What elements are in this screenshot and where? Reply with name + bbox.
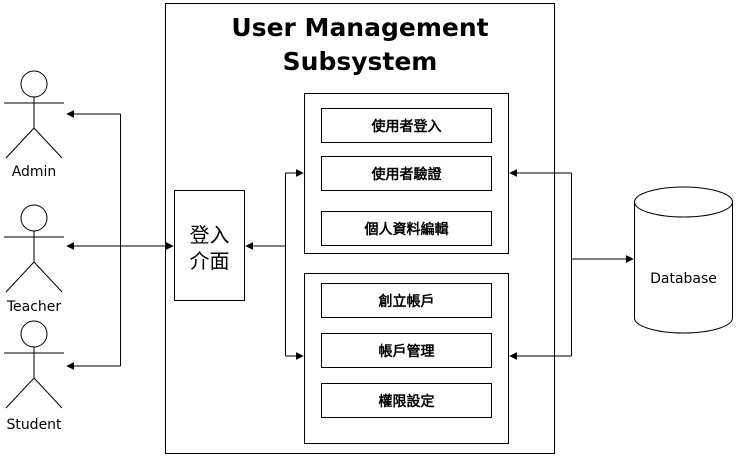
- login-group-connectors: [245, 169, 304, 360]
- student-actor-icon: [4, 320, 64, 409]
- user-login-label: 使用者登入: [371, 118, 442, 135]
- subsystem-title-line1: User Management: [231, 13, 488, 42]
- database-cylinder-icon: [634, 186, 733, 334]
- subsystem-boundary: [165, 3, 555, 454]
- profile-edit-box: [321, 211, 492, 246]
- login-interface-box: [174, 190, 245, 301]
- teacher-actor-icon: [4, 204, 64, 293]
- admin-actor-label: Admin: [12, 164, 57, 180]
- student-actor-label: Student: [6, 417, 62, 433]
- profile-edit-label: 個人資料編輯: [364, 221, 449, 238]
- create-account-box: [321, 283, 492, 318]
- account-management-label: 帳戶管理: [379, 343, 435, 360]
- database-connectors: [509, 169, 634, 360]
- database-label: Database: [650, 271, 717, 287]
- create-account-label: 創立帳戶: [378, 293, 435, 310]
- permission-settings-box: [321, 383, 492, 418]
- actor-connectors: [66, 110, 174, 370]
- login-interface-line2: 介面: [190, 249, 230, 273]
- user-verification-box: [321, 156, 492, 191]
- teacher-actor-label: Teacher: [6, 299, 62, 315]
- account-management-box: [321, 333, 492, 368]
- subsystem-title-line2: Subsystem: [283, 47, 438, 76]
- login-interface-line1: 登入: [190, 223, 230, 247]
- user-login-box: [321, 108, 492, 143]
- account-functions-group: [304, 273, 509, 444]
- admin-actor-icon: [4, 70, 64, 159]
- permission-settings-label: 權限設定: [379, 393, 435, 410]
- user-verification-label: 使用者驗證: [371, 166, 443, 183]
- user-functions-group: [304, 93, 509, 254]
